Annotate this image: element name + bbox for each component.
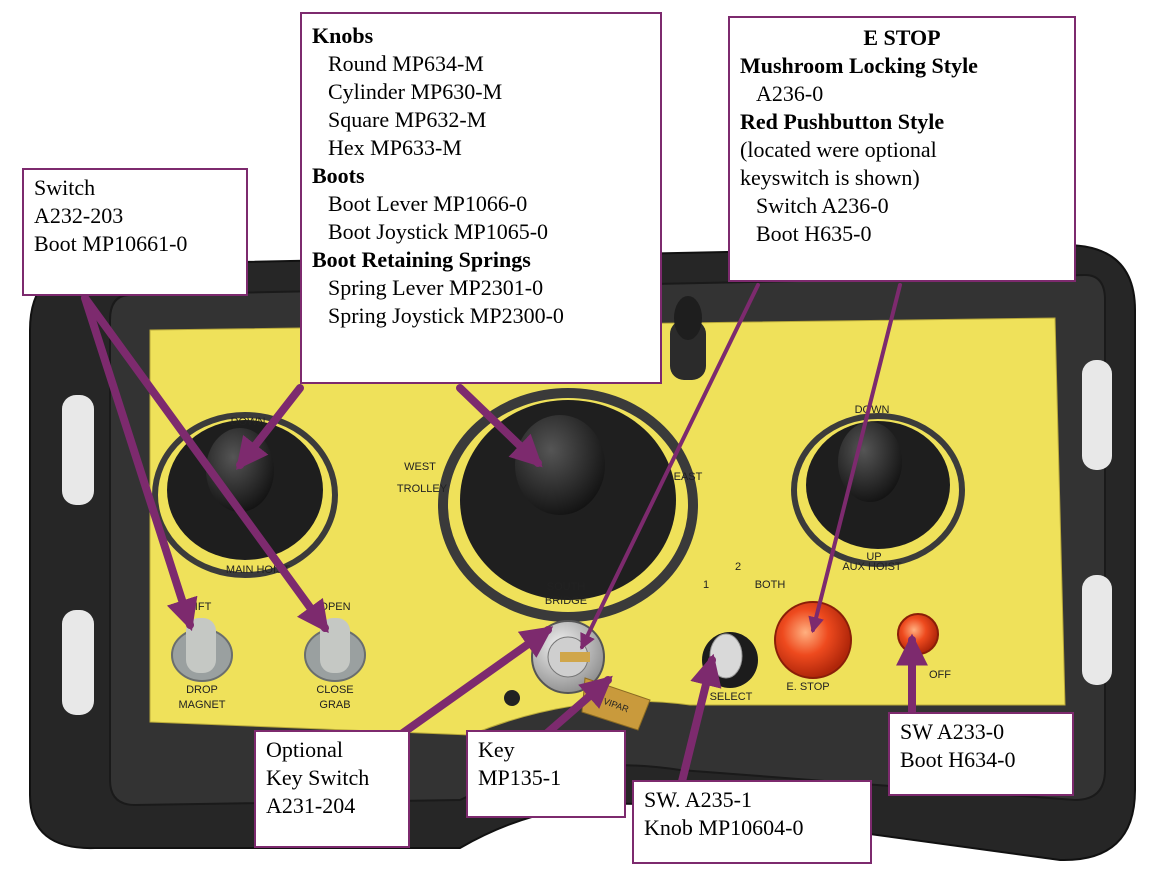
trolley-bridge-boot-ring [438, 388, 698, 622]
top-stalk-cap [674, 296, 702, 340]
red-pushbutton [897, 613, 939, 655]
label-pos-2: 2 [735, 561, 741, 573]
knob-square: Square MP632-M [328, 107, 487, 132]
callout-estop: E STOP Mushroom Locking Style A236-0 Red… [728, 16, 1076, 282]
arrow-knobs-to-center [456, 384, 543, 468]
label-main-hoist: MAIN HOIST [226, 564, 290, 576]
callout-selector-switch: SW. A235-1 Knob MP10604-0 [632, 780, 872, 864]
label-both: BOTH [755, 579, 786, 591]
arrow-estop-to-mushroom [808, 283, 902, 634]
estop-title: E STOP [863, 25, 941, 50]
keyswitch-line1: Optional [266, 737, 343, 762]
callout-toggle-switch: Switch A232-203 Boot MP10661-0 [22, 168, 248, 296]
side-slot-right-bottom [1082, 575, 1112, 685]
label-south: SOUTH [547, 581, 586, 593]
label-pos-1: 1 [703, 579, 709, 591]
key-line1: Key [478, 737, 515, 762]
side-slot-left-bottom [62, 610, 94, 715]
magnet-toggle-boot [186, 618, 216, 673]
knob-hex: Hex MP633-M [328, 135, 462, 160]
label-grab: GRAB [319, 699, 350, 711]
indicator-hole [504, 690, 520, 706]
trolley-bridge-knob [515, 415, 605, 515]
label-aux-hoist: AUX HOIST [842, 561, 902, 573]
keyswitch-line3: A231-204 [266, 793, 356, 818]
side-slot-left-top [62, 395, 94, 505]
aux-hoist-knob [838, 422, 902, 502]
estop-switch: Switch A236-0 [756, 193, 889, 218]
callout-knobs-boots-springs: Knobs Round MP634-M Cylinder MP630-M Squ… [300, 12, 662, 384]
label-bridge: BRIDGE [545, 595, 587, 607]
estop-red-title: Red Pushbutton Style [740, 109, 945, 134]
key-blade [560, 652, 590, 662]
arrow-switch-to-open [81, 294, 329, 634]
callout-optional-key-switch: Optional Key Switch A231-204 [254, 730, 410, 848]
label-magnet: MAGNET [178, 699, 225, 711]
knobs-title: Knobs [312, 23, 374, 48]
spring-lever: Spring Lever MP2301-0 [328, 275, 544, 300]
callout-switch-line1: Switch [34, 175, 96, 200]
label-open: OPEN [319, 601, 350, 613]
boots-title: Boots [312, 163, 365, 188]
label-drop: DROP [186, 684, 218, 696]
arrow-switch-to-lift [81, 294, 198, 632]
keyswitch-line2: Key Switch [266, 765, 370, 790]
label-up: UP [866, 551, 881, 563]
boot-joystick: Boot Joystick MP1065-0 [328, 219, 549, 244]
key-line2: MP135-1 [478, 765, 562, 790]
top-stalk [670, 320, 706, 380]
label-east: EAST [674, 471, 703, 483]
arrow-knobs-to-left [236, 384, 304, 471]
selector-line2: Knob MP10604-0 [644, 815, 804, 840]
estop-mushroom-title: Mushroom Locking Style [740, 53, 978, 78]
arrow-estop-to-key [580, 283, 760, 650]
label-lift: LIFT [189, 601, 212, 613]
main-hoist-boot-ring [152, 412, 338, 578]
spring-joystick: Spring Joystick MP2300-0 [328, 303, 564, 328]
estop-note2: keyswitch is shown) [740, 165, 920, 190]
label-west: WEST [404, 461, 436, 473]
label-down-right: DOWN [855, 404, 890, 416]
label-select: SELECT [710, 691, 753, 703]
knob-round: Round MP634-M [328, 51, 484, 76]
side-slot-right-top [1082, 360, 1112, 470]
callout-red-switch: SW A233-0 Boot H634-0 [888, 712, 1074, 796]
estop-mushroom-part: A236-0 [756, 81, 824, 106]
estop-boot: Boot H635-0 [756, 221, 872, 246]
label-trolley: TROLLEY [397, 483, 448, 495]
selector-switch-cap [709, 633, 743, 679]
sw-red-line1: SW A233-0 [900, 719, 1005, 744]
label-close: CLOSE [316, 684, 353, 696]
arrow-keyswitch [396, 626, 554, 739]
boot-lever: Boot Lever MP1066-0 [328, 191, 528, 216]
callout-key: Key MP135-1 [466, 730, 626, 818]
springs-title: Boot Retaining Springs [312, 247, 531, 272]
estop-button [774, 601, 852, 679]
callout-switch-line3: Boot MP10661-0 [34, 231, 188, 256]
label-off: OFF [929, 669, 951, 681]
selector-line1: SW. A235-1 [644, 787, 752, 812]
label-estop: E. STOP [786, 681, 829, 693]
estop-note1: (located were optional [740, 137, 937, 162]
label-down-left: DOWN [231, 416, 266, 428]
knob-cylinder: Cylinder MP630-M [328, 79, 503, 104]
sw-red-line2: Boot H634-0 [900, 747, 1016, 772]
aux-hoist-boot-ring [791, 413, 965, 567]
callout-switch-line2: A232-203 [34, 203, 124, 228]
